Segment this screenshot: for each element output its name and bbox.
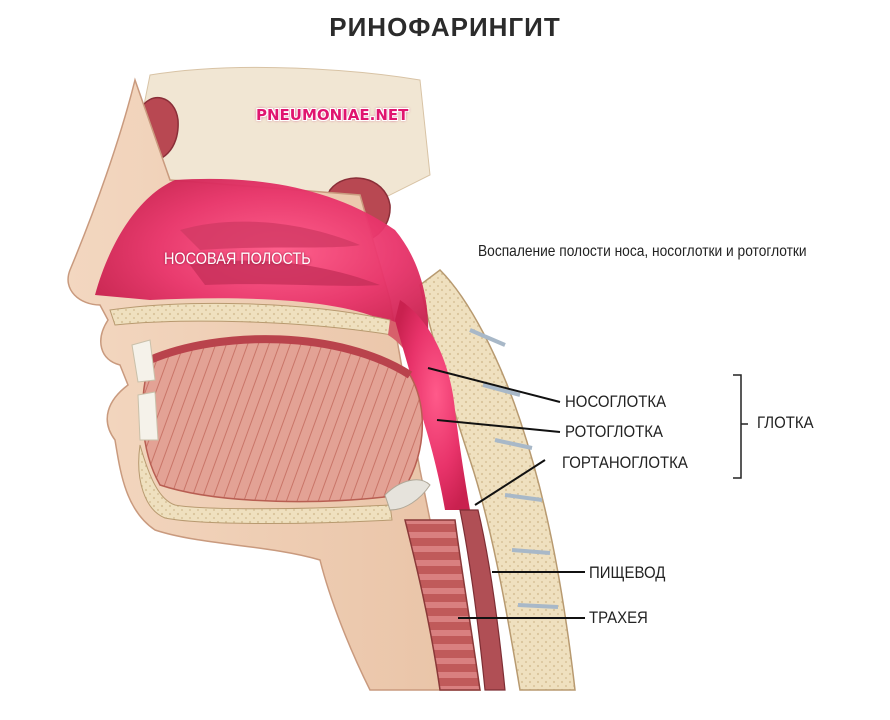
label-oropharynx: РОТОГЛОТКА <box>565 422 663 441</box>
leader-lines <box>427 367 585 619</box>
label-nasopharynx: НОСОГЛОТКА <box>565 392 667 411</box>
label-pharynx-group: ГЛОТКА <box>757 413 814 432</box>
label-esophagus: ПИЩЕВОД <box>589 563 666 582</box>
label-nasal-cavity: НОСОВАЯ ПОЛОСТЬ <box>164 249 311 268</box>
watermark-logo: PNEUMONIAE.NET <box>256 106 409 124</box>
mandible <box>138 444 393 525</box>
nasal-cavity-region <box>95 178 429 340</box>
page-title: РИНОФАРИНГИТ <box>329 12 561 42</box>
label-trachea: ТРАХЕЯ <box>589 608 648 627</box>
tongue-surface <box>148 335 413 379</box>
label-laryngopharynx: ГОРТАНОГЛОТКА <box>562 453 688 472</box>
upper-teeth <box>131 339 156 383</box>
diagram-caption: Воспаление полости носа, носоглотки и ро… <box>478 243 807 260</box>
esophagus-tube <box>459 509 506 691</box>
skull-region <box>134 66 431 201</box>
pharynx-region <box>395 300 470 510</box>
pharynx-bracket <box>733 374 742 479</box>
lower-teeth <box>137 391 159 441</box>
nasal-turbinates <box>180 221 360 250</box>
epiglottis <box>384 479 431 511</box>
trachea-tube <box>404 519 481 691</box>
intervertebral-discs <box>469 328 559 609</box>
